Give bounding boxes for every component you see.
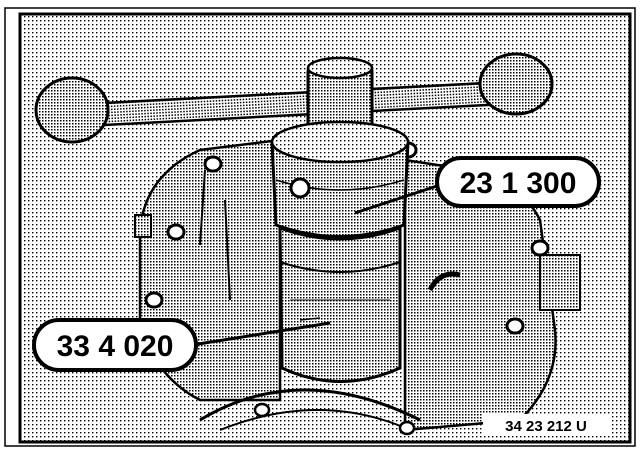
bolt-right-low (505, 317, 525, 335)
side-stud (134, 214, 152, 238)
housing-bolts (134, 141, 550, 436)
callout-badge-top (435, 156, 601, 208)
bolt-left-mid (166, 223, 186, 241)
bolt-left-low (144, 291, 164, 309)
tool-cylinder-lower (278, 225, 402, 383)
handle-knob-left (34, 76, 110, 144)
reference-code-box: 34 23 212 U (483, 414, 611, 436)
bolt-bottom-right (398, 420, 416, 436)
sleeve-screw (289, 177, 311, 199)
callout-badge-bottom (32, 318, 198, 372)
bolt-left-top (203, 155, 223, 173)
bolt-bottom-left (253, 402, 271, 418)
callout-label-top: 23 1 300 (460, 167, 577, 200)
callout-tool-top: 23 1 300 (354, 156, 601, 215)
bolt-right-mid (530, 239, 550, 257)
callout-label-bottom: 33 4 020 (57, 330, 174, 363)
leader-line-bottom (191, 321, 331, 347)
reference-code: 34 23 212 U (505, 418, 587, 435)
leader-line-top (354, 183, 441, 215)
t-handle (34, 52, 554, 169)
handle-knob-right (478, 52, 554, 116)
callout-tool-bottom: 33 4 020 (32, 318, 331, 372)
tool-sleeve-upper (270, 120, 410, 238)
